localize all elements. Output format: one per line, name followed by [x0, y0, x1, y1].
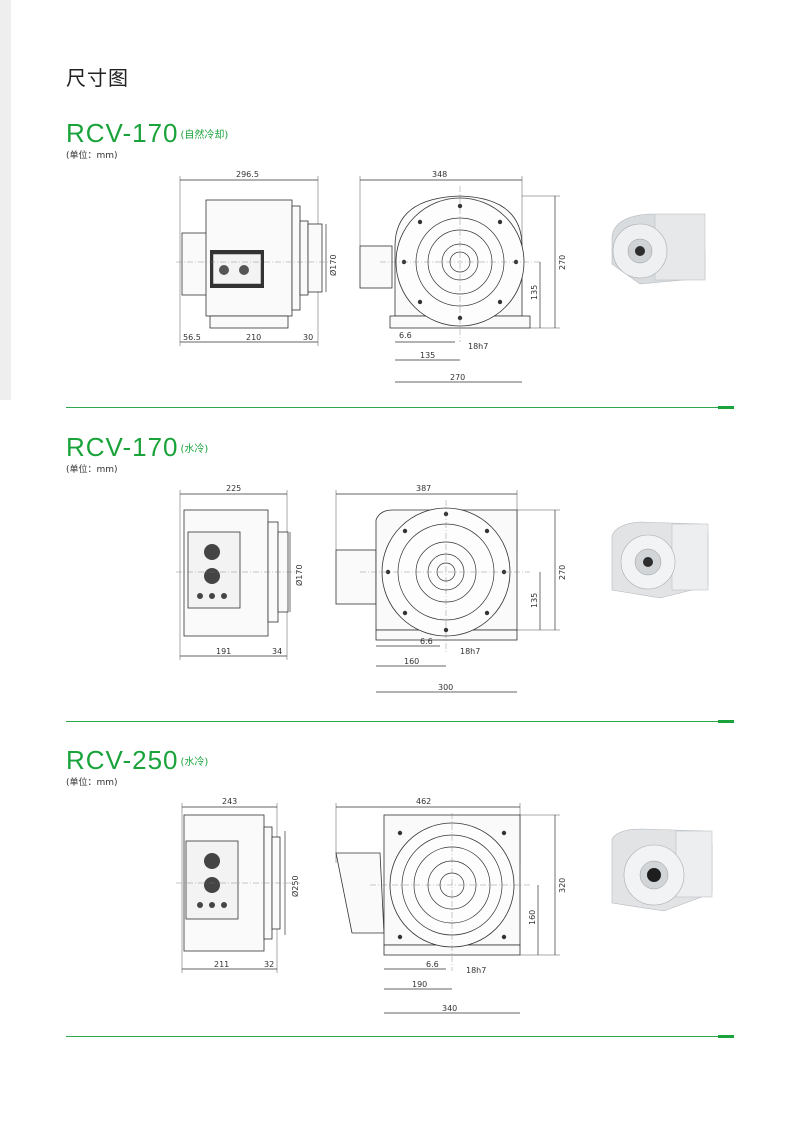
dim-slot-offset: 6.6	[420, 637, 433, 646]
dim-height: 270	[558, 255, 567, 270]
dim-base: 300	[438, 683, 453, 692]
section-rcv170-water: RCV-170(水冷) (单位：mm) 225 Ø170 191 34	[0, 432, 800, 732]
dim-rear: 191	[216, 647, 231, 656]
dim-half-base: 160	[404, 657, 419, 666]
dim-total-length: 225	[226, 484, 241, 493]
dim-rear: 211	[214, 960, 229, 969]
section-divider	[66, 1036, 734, 1037]
dim-total-length: 296.5	[236, 170, 259, 179]
model-heading: RCV-170(水冷)	[66, 432, 208, 463]
section-divider	[66, 721, 734, 722]
model-heading: RCV-170(自然冷却)	[66, 118, 228, 149]
unit-label: (单位：mm)	[66, 151, 118, 161]
side-strip	[0, 0, 11, 400]
side-view: 243 Ø250 211 32	[176, 797, 300, 973]
dim-bore: Ø250	[290, 875, 300, 897]
dim-bore: Ø170	[294, 564, 304, 586]
model-name: RCV-170	[66, 118, 179, 148]
section-divider	[66, 407, 734, 408]
dim-width: 387	[416, 484, 431, 493]
dim-key: 18h7	[466, 966, 486, 975]
side-view: 296.5 Ø170 56.5 210 30	[176, 170, 338, 346]
dimension-drawing: 243 Ø250 211 32 462	[176, 797, 713, 1014]
dim-slot-offset: 6.6	[426, 960, 439, 969]
dim-slot-offset: 6.6	[399, 331, 412, 340]
section-rcv170-air: RCV-170(自然冷却) (单位：mm) 296.5 Ø170 56.5 21…	[0, 118, 800, 418]
dim-key: 18h7	[460, 647, 480, 656]
dim-total-length: 243	[222, 797, 237, 806]
front-view: 387 270 135 6.6 18h7 160	[335, 484, 567, 693]
dim-front: 32	[264, 960, 274, 969]
dim-half-base: 190	[412, 980, 427, 989]
divider-accent	[718, 720, 734, 723]
dim-key: 18h7	[468, 342, 488, 351]
model-name: RCV-250	[66, 745, 179, 775]
unit-label: (单位：mm)	[66, 778, 118, 788]
dim-width: 462	[416, 797, 431, 806]
cooling-type: (水冷)	[180, 757, 209, 768]
side-view: 225 Ø170 191 34	[176, 484, 304, 660]
dim-base: 340	[442, 1004, 457, 1013]
dim-height: 320	[558, 878, 567, 893]
dim-base: 270	[450, 373, 465, 382]
product-photo	[611, 828, 713, 912]
dimension-drawing: 225 Ø170 191 34 387	[176, 484, 709, 693]
divider-accent	[718, 406, 734, 409]
product-photo	[611, 213, 706, 285]
section-rcv250-water: RCV-250(水冷) (单位：mm) 243 Ø250 211 32	[0, 745, 800, 1045]
dim-height: 270	[558, 565, 567, 580]
model-name: RCV-170	[66, 432, 179, 462]
divider-accent	[718, 1035, 734, 1038]
dim-width: 348	[432, 170, 447, 179]
dim-bore: Ø170	[328, 254, 338, 276]
front-view: 348 270 135 6.6 18h7 135	[359, 170, 567, 383]
dim-half-base: 135	[420, 351, 435, 360]
unit-label: (单位：mm)	[66, 465, 118, 475]
dim-mid: 210	[246, 333, 261, 342]
dim-front: 30	[303, 333, 313, 342]
dim-rear: 56.5	[183, 333, 201, 342]
front-view: 462 320 160 6.6 18h7 190 340	[335, 797, 567, 1014]
dim-center-height: 160	[528, 910, 537, 925]
dim-front: 34	[272, 647, 282, 656]
dim-center-height: 135	[530, 285, 539, 300]
model-heading: RCV-250(水冷)	[66, 745, 208, 776]
page-title: 尺寸图	[66, 66, 129, 90]
product-photo	[611, 521, 709, 599]
cooling-type: (水冷)	[180, 444, 209, 455]
dim-center-height: 135	[530, 593, 539, 608]
dimension-drawing: 296.5 Ø170 56.5 210 30 348	[176, 170, 706, 383]
cooling-type: (自然冷却)	[180, 130, 229, 141]
